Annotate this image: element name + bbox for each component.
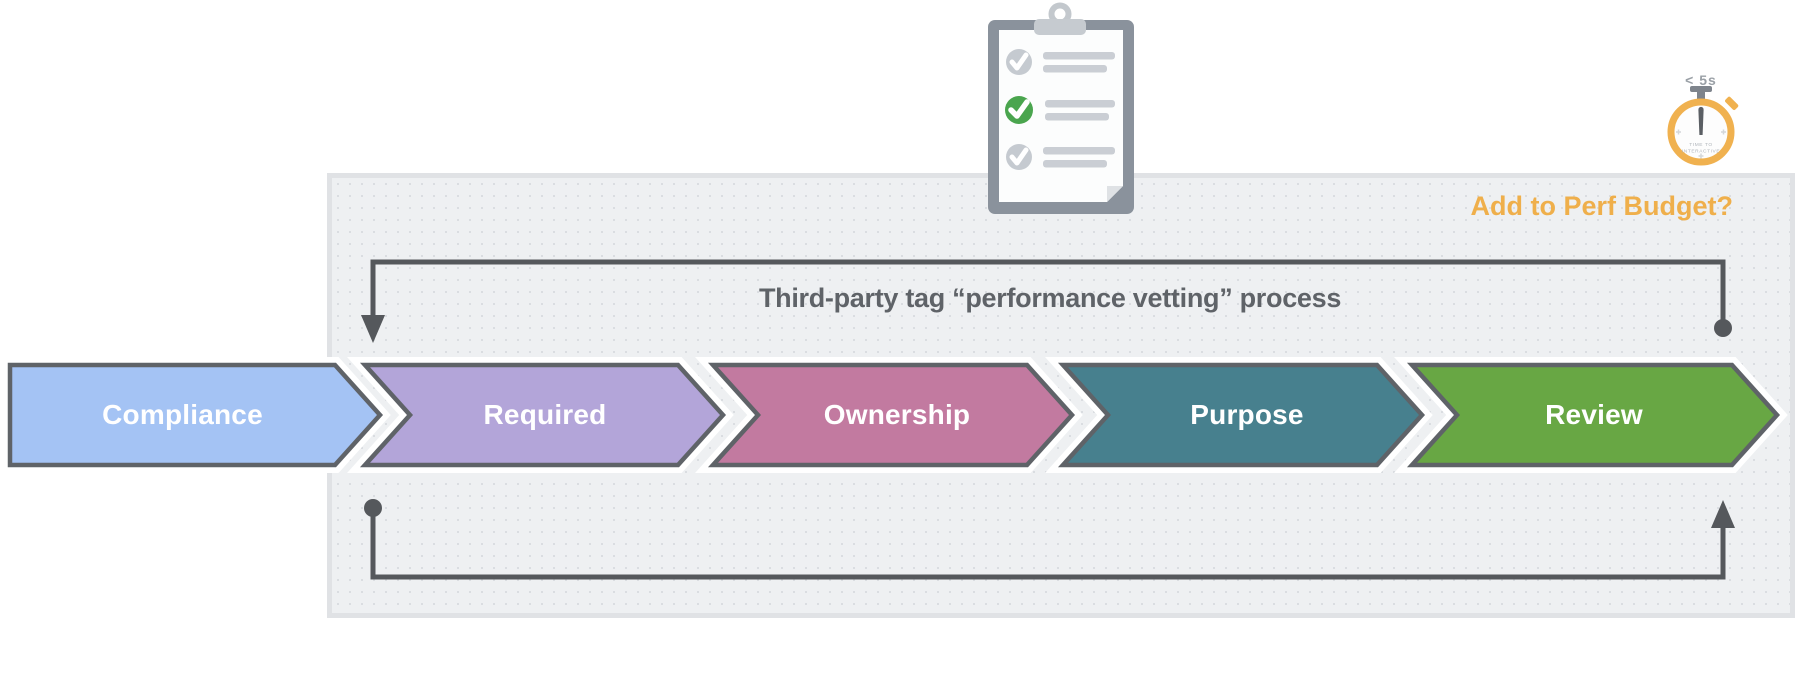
clipboard-paper-fold (1107, 186, 1123, 202)
stopwatch-ticks (1676, 129, 1726, 159)
stopwatch-side-nub (1725, 96, 1739, 110)
clipboard-clip (1034, 19, 1086, 35)
chevron-review (1406, 362, 1781, 468)
diagram-title: Third-party tag “performance vetting” pr… (758, 283, 1342, 313)
chevron-purpose (1057, 362, 1426, 468)
chevron-ownership (707, 362, 1076, 468)
chevron-required (359, 362, 727, 468)
bottom-loop-arrow (364, 499, 1735, 580)
time-to-interactive-label: < 5s (1685, 72, 1717, 88)
step-label-required: Required (483, 399, 607, 430)
stopwatch-dial-text-2: INTERACTIVE (1682, 149, 1720, 155)
perf-budget-label: Add to Perf Budget? (1470, 191, 1733, 221)
step-label-purpose: Purpose (1190, 399, 1304, 430)
stopwatch-button-cap (1690, 86, 1712, 92)
checklist-row-3 (1006, 144, 1115, 170)
chevron-compliance (7, 362, 384, 468)
step-label-compliance: Compliance (102, 399, 263, 430)
top-loop-arrow (361, 259, 1732, 343)
stopwatch-dial-text-1: TIME TO (1689, 142, 1712, 148)
stopwatch-stem (1697, 90, 1705, 102)
step-label-ownership: Ownership (823, 399, 971, 430)
checklist-row-2 (1005, 96, 1115, 124)
stopwatch-icon: TIME TO INTERACTIVE (1667, 86, 1739, 166)
stopwatch-needle (1698, 106, 1704, 135)
step-label-review: Review (1545, 399, 1643, 430)
checklist-icon (988, 2, 1134, 214)
checklist-row-1 (1006, 49, 1115, 75)
